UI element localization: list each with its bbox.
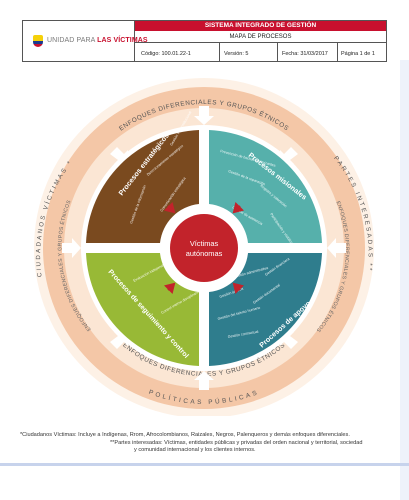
- arrow-strategic-icon: [164, 202, 176, 214]
- document-version: Versión: 5: [224, 51, 249, 57]
- organization-logo: UNIDAD PARA LAS VÍCTIMAS: [47, 37, 148, 44]
- colombia-shield-icon: [33, 35, 43, 47]
- logo-brand: LAS VÍCTIMAS: [97, 37, 148, 44]
- footnote-stakeholders: **Partes interesadas: Víctimas, entidade…: [110, 439, 363, 446]
- system-title: SISTEMA INTEGRADO DE GESTIÓN: [135, 21, 386, 31]
- evaluation-processes-quadrant: [86, 253, 199, 366]
- arrow-evaluation-icon: [164, 282, 176, 294]
- document-title: MAPA DE PROCESOS: [135, 31, 386, 43]
- center-label-line1: Víctimas: [190, 239, 219, 248]
- support-item-5: Gestión contractual: [227, 330, 258, 339]
- arrow-topright-icon: [280, 147, 298, 164]
- process-map-diagram: ENFOQUES DIFERENCIALES Y GRUPOS ÉTNICOS …: [34, 78, 374, 416]
- support-processes-quadrant: [209, 253, 322, 366]
- footnote: *Ciudadanos Víctimas: Incluye a Indígena…: [20, 432, 395, 455]
- document-code: Código: 100.01.22-1: [141, 51, 191, 57]
- document-header: UNIDAD PARA LAS VÍCTIMAS SISTEMA INTEGRA…: [22, 20, 387, 62]
- document-page: UNIDAD PARA LAS VÍCTIMAS SISTEMA INTEGRA…: [20, 20, 395, 455]
- page-number: Página 1 de 1: [341, 51, 375, 57]
- page-bottom-rule: [0, 463, 409, 466]
- strategic-processes-quadrant: [86, 130, 199, 243]
- arrow-support-icon: [232, 282, 244, 294]
- arrow-bottomleft-icon: [110, 332, 128, 349]
- arrow-top-icon: [194, 106, 214, 125]
- ring-arrows: [62, 106, 346, 390]
- arrow-left-icon: [62, 238, 81, 258]
- footnote-citizens: *Ciudadanos Víctimas: Incluye a Indígena…: [20, 432, 350, 438]
- logo-cell: UNIDAD PARA LAS VÍCTIMAS: [23, 21, 148, 61]
- center-arrows: [164, 202, 244, 294]
- arrow-missional-icon: [232, 202, 244, 214]
- arrow-bottom-icon: [194, 371, 214, 390]
- page-edge: [400, 60, 409, 500]
- document-date: Fecha: 31/03/2017: [282, 51, 328, 57]
- footnote-stakeholders-cont: y comunidad internacional y los clientes…: [134, 447, 256, 453]
- arrow-topleft-icon: [110, 147, 128, 164]
- missional-processes-quadrant: [209, 130, 322, 243]
- center-circle: [170, 214, 238, 282]
- arrow-right-icon: [327, 238, 346, 258]
- center-label-line2: autónomas: [186, 249, 223, 258]
- arrow-bottomright-icon: [280, 332, 298, 349]
- logo-prefix: UNIDAD PARA: [47, 37, 96, 44]
